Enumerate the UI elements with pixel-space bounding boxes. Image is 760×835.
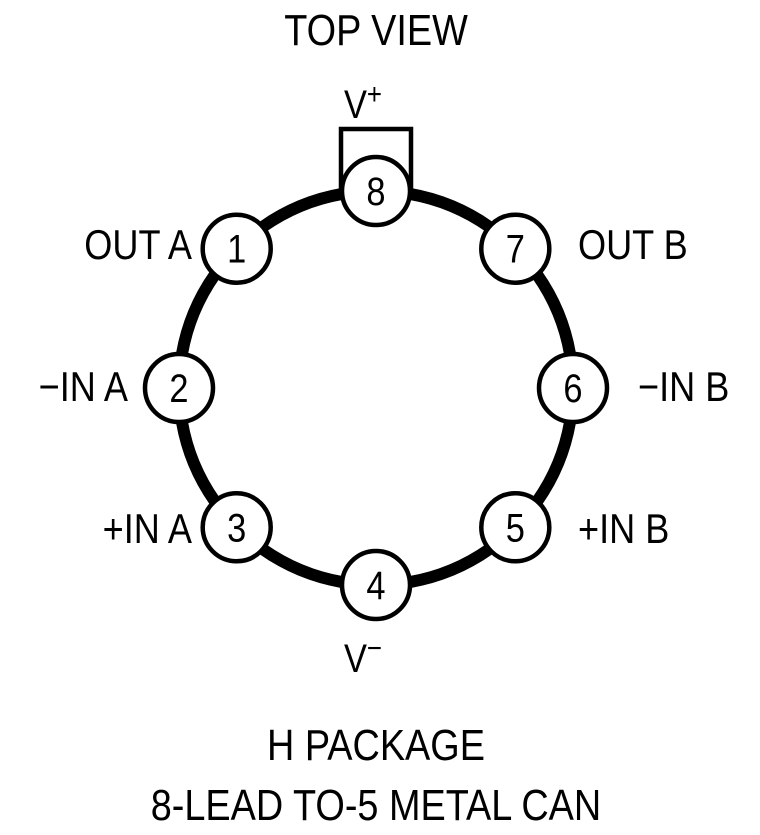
pin-number-4: 4 (366, 563, 385, 608)
pin-circle-8 (339, 154, 413, 228)
v-positive-superscript: + (367, 77, 382, 110)
pin-number-2: 2 (169, 366, 188, 411)
pin-number-1: 1 (227, 226, 246, 271)
pin-number-3: 3 (227, 505, 246, 550)
pin-4[interactable]: 4 (339, 548, 413, 622)
pin-circle-1 (200, 212, 273, 285)
pin-6[interactable]: 6 (536, 351, 610, 425)
ring-arc-segment (532, 271, 576, 356)
pin-1[interactable]: 1 (200, 212, 273, 285)
pin-label-3: +IN A (103, 507, 193, 553)
ring-arc-segment (176, 420, 220, 505)
caption-package-description: 8-LEAD TO-5 METAL CAN (151, 780, 601, 829)
ring-arc-segment (259, 188, 344, 232)
caption-package-name: H PACKAGE (267, 720, 485, 769)
pin-3[interactable]: 3 (200, 491, 273, 564)
pin-circle-2 (142, 351, 216, 425)
pin-5[interactable]: 5 (479, 491, 552, 564)
pin-8[interactable]: 8 (339, 154, 413, 228)
pin-2[interactable]: 2 (142, 351, 216, 425)
ring-arc-segment (408, 544, 493, 588)
pin-number-5: 5 (506, 505, 525, 550)
pin-group: 1 2 3 4 5 6 7 8 (142, 154, 610, 622)
pin-circle-3 (200, 491, 273, 564)
package-outline-ring (176, 188, 576, 588)
v-negative-superscript: − (367, 631, 382, 664)
pin-number-6: 6 (563, 366, 582, 411)
pin-label-6: −IN B (638, 365, 729, 411)
ring-arc-segment (259, 544, 344, 588)
ring-arc-segment (532, 420, 576, 505)
pin-number-8: 8 (366, 169, 385, 214)
pin-label-1: OUT A (84, 223, 192, 269)
index-tab-marker (338, 126, 414, 195)
pin-label-5: +IN B (578, 507, 669, 553)
pin-circle-5 (479, 491, 552, 564)
pin-label-group: OUT A −IN A +IN A +IN B −IN B OUT B (39, 223, 730, 553)
pin-circle-7 (479, 212, 552, 285)
v-negative-label: V− (344, 631, 382, 680)
pin-circle-6 (536, 351, 610, 425)
pin-circle-4 (339, 548, 413, 622)
pin-label-2: −IN A (39, 365, 129, 411)
v-positive-label: V+ (344, 77, 382, 126)
ring-arc-segment (408, 188, 493, 232)
pin-7[interactable]: 7 (479, 212, 552, 285)
v-negative-symbol: V (344, 636, 367, 681)
page-title: TOP VIEW (284, 5, 468, 54)
pin-number-7: 7 (506, 226, 525, 271)
pin-label-7: OUT B (578, 223, 688, 269)
v-positive-symbol: V (344, 82, 367, 127)
ring-arc-segment (176, 271, 220, 356)
